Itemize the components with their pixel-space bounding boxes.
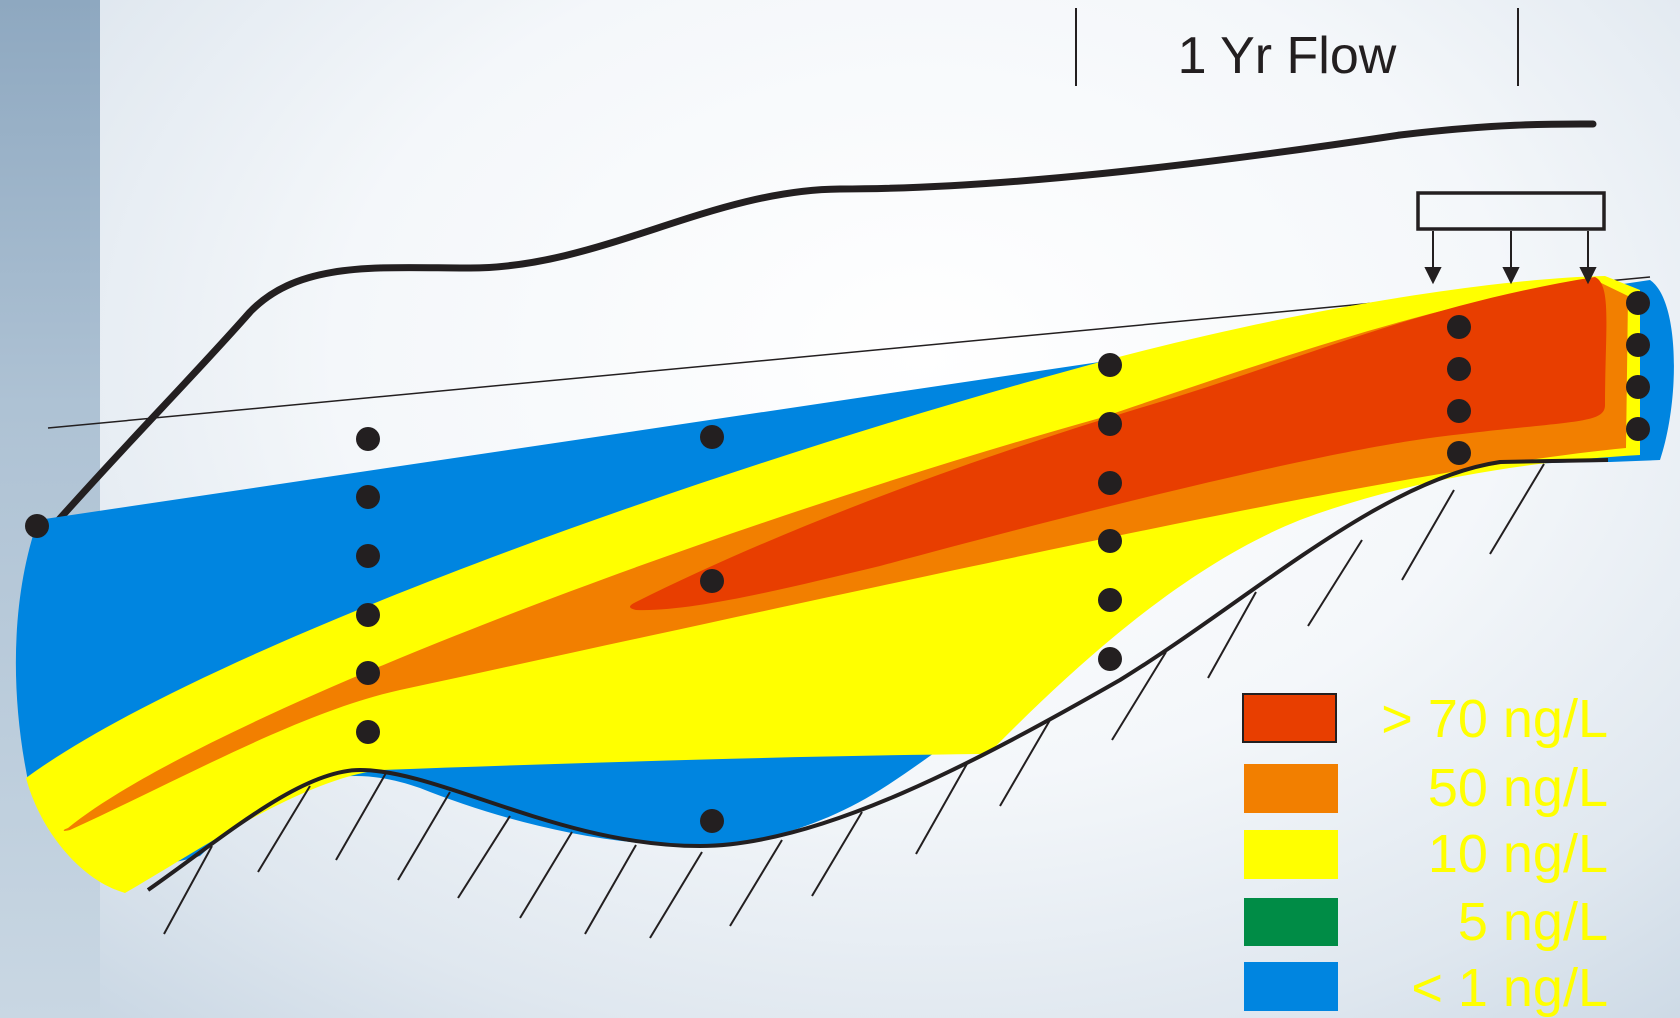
monitoring-point [1098,529,1122,553]
monitoring-point [1447,441,1471,465]
monitoring-point [700,809,724,833]
infiltration-arrows [1424,231,1597,285]
legend: > 70 ng/L 50 ng/L 10 ng/L 5 ng/L < 1 ng/… [1242,689,1608,1018]
plume-zone-above-70 [630,277,1607,611]
legend-swatch [1244,898,1338,946]
legend-label: 5 ng/L [1458,892,1608,952]
monitoring-point [1098,471,1122,495]
monitoring-point [700,569,724,593]
legend-label: 10 ng/L [1428,824,1608,884]
monitoring-point [1098,353,1122,377]
legend-label: < 1 ng/L [1411,958,1608,1018]
legend-label: > 70 ng/L [1381,689,1608,749]
legend-label: 50 ng/L [1428,758,1608,818]
monitoring-point [1447,357,1471,381]
monitoring-point [1626,291,1650,315]
legend-swatch [1244,962,1338,1011]
monitoring-point [1626,333,1650,357]
monitoring-point [356,427,380,451]
monitoring-point [1626,375,1650,399]
monitoring-point [356,720,380,744]
ground-surface-line [44,120,1597,536]
legend-swatch [1242,693,1337,743]
monitoring-point [356,661,380,685]
monitoring-point [700,425,724,449]
legend-swatch [1244,764,1338,813]
legend-item: 5 ng/L [1244,892,1608,952]
monitoring-point [25,514,49,538]
monitoring-point [356,544,380,568]
monitoring-points [25,291,1650,833]
monitoring-point [1626,417,1650,441]
monitoring-point [356,603,380,627]
legend-item: 50 ng/L [1244,758,1608,818]
monitoring-point [1098,588,1122,612]
monitoring-point [356,485,380,509]
legend-item: < 1 ng/L [1244,958,1608,1018]
monitoring-point [1447,399,1471,423]
contaminant-source-box [1416,191,1606,231]
legend-item: > 70 ng/L [1242,689,1608,749]
legend-item: 10 ng/L [1244,824,1608,884]
bedrock-hatching [163,463,1545,939]
legend-swatch [1244,830,1338,879]
flow-title: 1 Yr Flow [1178,27,1397,85]
monitoring-point [1447,315,1471,339]
bedrock-boundary [146,458,1609,892]
monitoring-point [1098,412,1122,436]
monitoring-point [1098,647,1122,671]
